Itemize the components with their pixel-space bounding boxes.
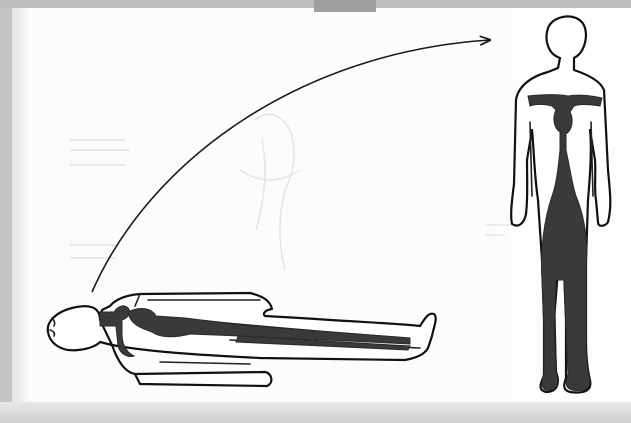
bleed-through-figure (70, 114, 510, 270)
standing-body (511, 16, 610, 392)
supine-body (48, 293, 436, 386)
transition-arrow (92, 40, 490, 292)
